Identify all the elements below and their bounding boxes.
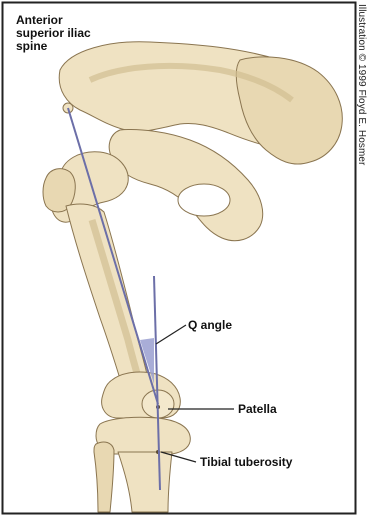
asis-label-line3: spine bbox=[16, 39, 47, 53]
tibial-tuberosity-label: Tibial tuberosity bbox=[200, 455, 292, 469]
asis-label-line1: Anterior bbox=[16, 13, 63, 27]
asis-label-line2: superior iliac bbox=[16, 26, 91, 40]
q-angle-label: Q angle bbox=[188, 318, 232, 332]
obturator-foramen bbox=[178, 184, 230, 216]
illustration-credit: Illustration © 1999 Floyd E. Hosmer bbox=[356, 4, 367, 166]
patella-label: Patella bbox=[238, 402, 277, 416]
